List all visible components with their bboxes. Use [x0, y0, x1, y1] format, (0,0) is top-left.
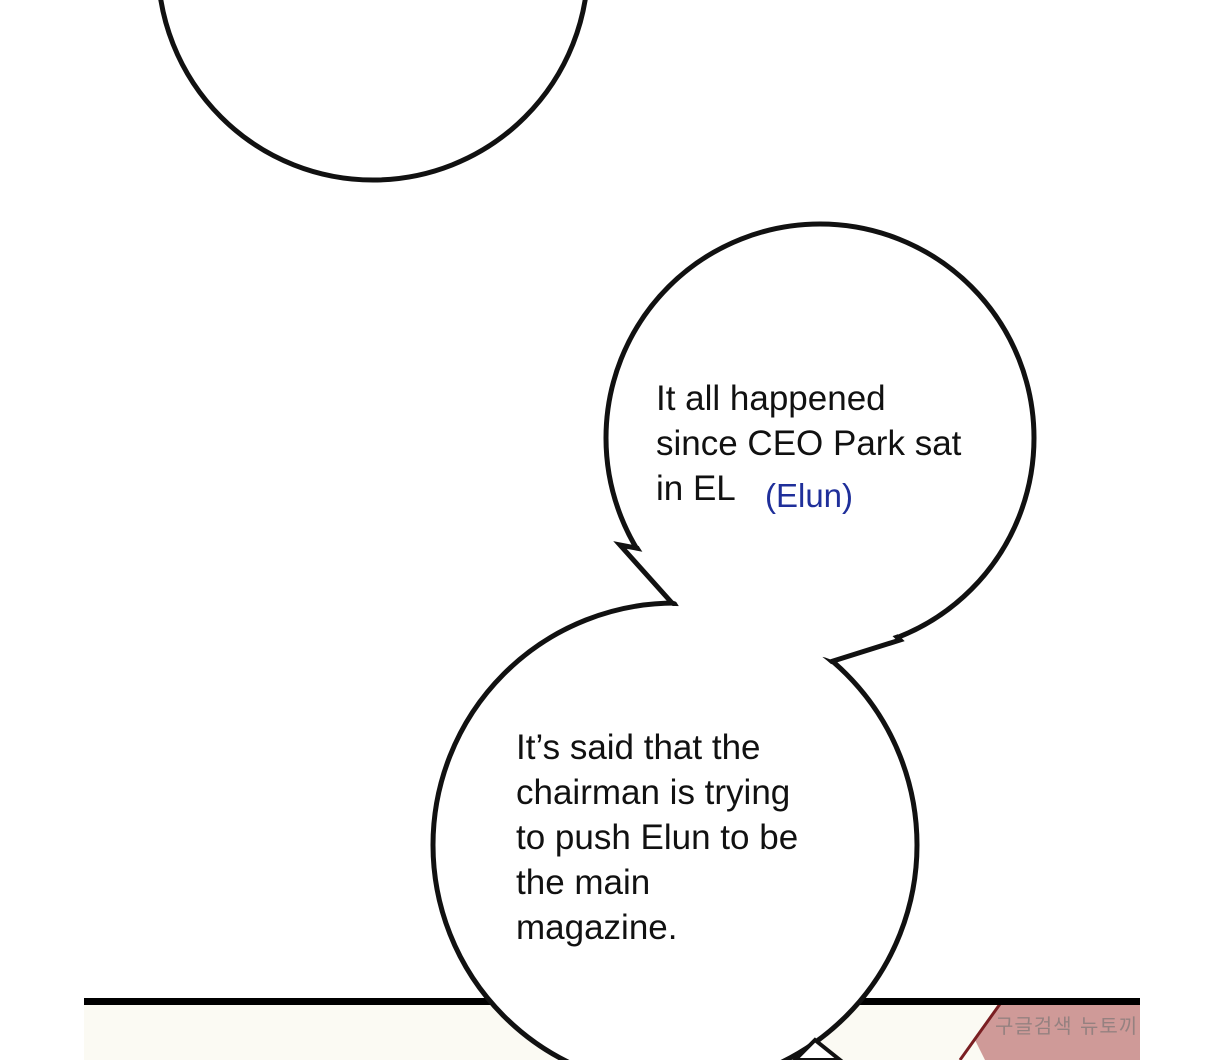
speech-bubble-pair [430, 221, 1037, 1060]
pink-object [975, 1004, 1140, 1060]
upper-bubble-text: It all happened since CEO Park sat in EL [656, 379, 962, 508]
watermark: 구글검색 뉴토끼 [995, 1014, 1139, 1038]
top-speech-bubble [158, 0, 588, 183]
translator-note: (Elun) [765, 477, 854, 514]
lower-bubble-text: It’s said that the chairman is trying to… [516, 728, 799, 947]
